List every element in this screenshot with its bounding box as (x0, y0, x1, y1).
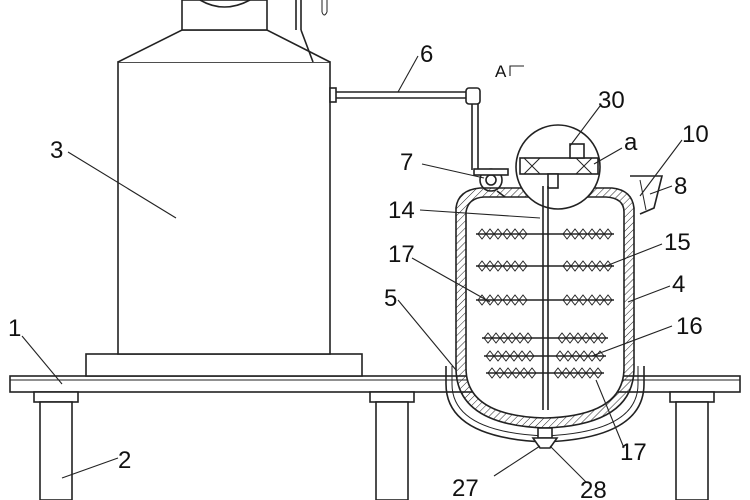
inlet-hopper (630, 175, 664, 215)
paddle-row-5 (484, 350, 606, 362)
label-part-30: 30 (598, 87, 625, 114)
leader-lines (21, 55, 683, 483)
paddle-row-3 (476, 294, 614, 306)
label-part-1: 1 (8, 315, 21, 342)
label-part-15: 15 (664, 229, 691, 256)
label-part-5: 5 (384, 285, 397, 312)
section-label: A (495, 62, 507, 81)
mixing-vessel (445, 187, 645, 449)
motor-detail (515, 124, 601, 210)
paddle-row-4 (482, 332, 608, 344)
label-part-10: 10 (682, 121, 709, 148)
label-part-14: 14 (388, 197, 415, 224)
main-tank (85, 0, 363, 377)
label-part-6: 6 (420, 41, 433, 68)
label-part-2: 2 (118, 447, 131, 474)
agitator (476, 186, 614, 410)
paddle-row-2 (476, 260, 614, 272)
paddle-row-1 (476, 228, 614, 240)
label-part-8: 8 (674, 173, 687, 200)
label-part-3: 3 (50, 137, 63, 164)
label-part-16: 16 (676, 313, 703, 340)
label-part-17-upper: 17 (388, 241, 415, 268)
transfer-pipe (336, 87, 481, 170)
part-labels: 1 2 3 6 7 14 17 5 30 a 10 8 15 4 16 17 2… (8, 41, 709, 500)
support-legs (33, 391, 715, 500)
label-part-17-lower: 17 (620, 439, 647, 466)
label-detail-a: a (624, 129, 638, 156)
label-part-27: 27 (452, 475, 479, 500)
label-part-28: 28 (580, 477, 607, 500)
label-part-4: 4 (672, 271, 685, 298)
label-part-7: 7 (400, 149, 413, 176)
paddle-row-6 (486, 367, 604, 379)
section-marker: A (495, 62, 524, 81)
